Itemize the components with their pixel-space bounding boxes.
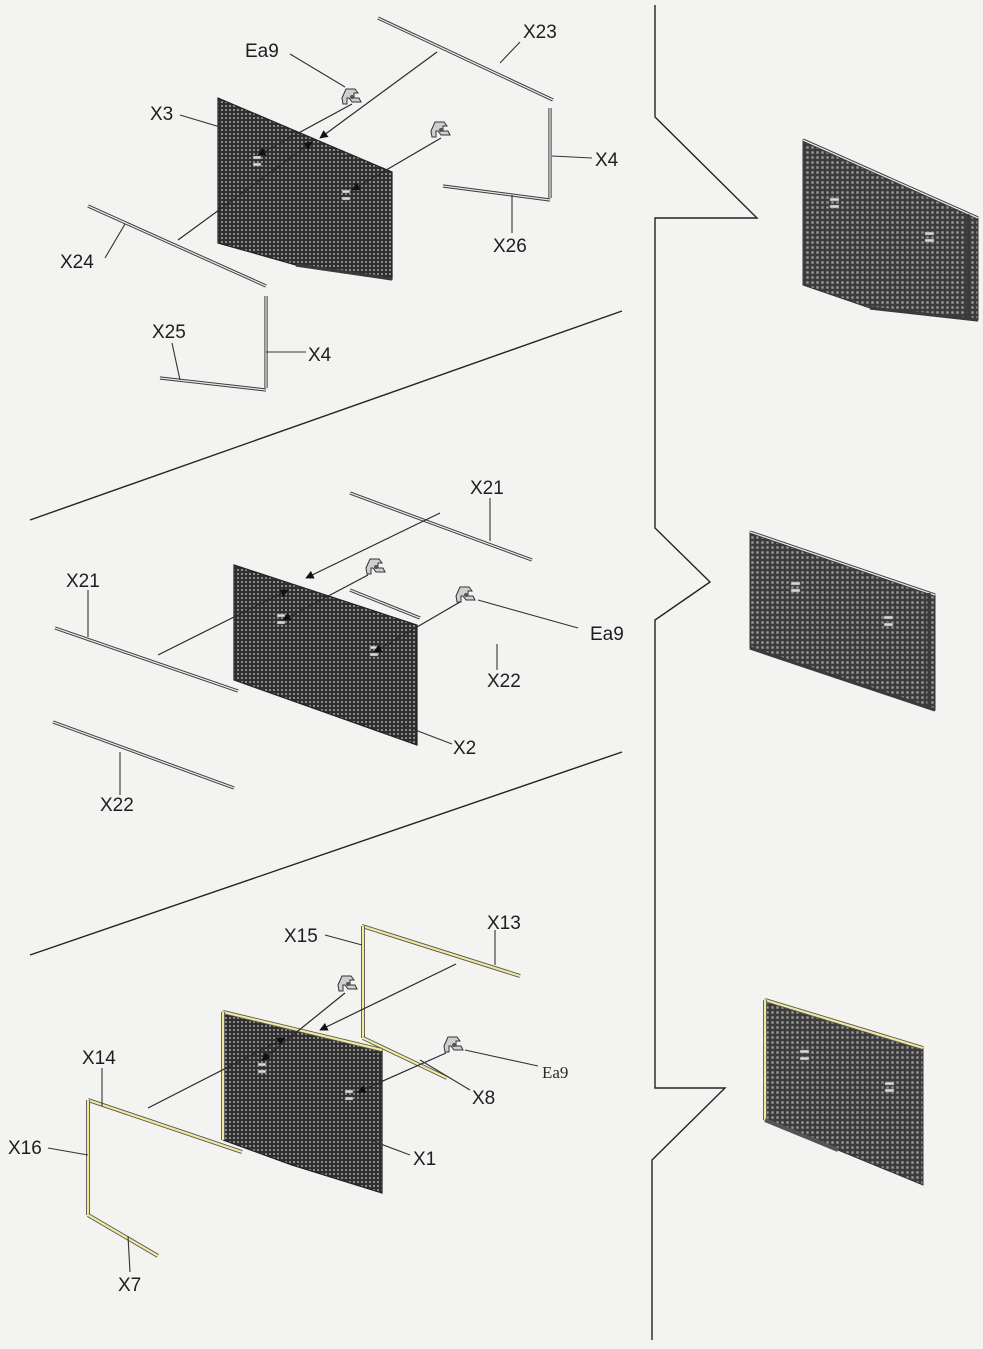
label-x1: X1 (413, 1149, 436, 1170)
ea9-clip-icon (430, 121, 451, 138)
assembly-arrow (351, 137, 442, 191)
result-column-divider (651, 5, 759, 1340)
result-assembly-3 (763, 998, 924, 1186)
step-dividers (29, 5, 759, 1340)
assembly-arrow (373, 601, 461, 653)
label-ea9: Ea9 (542, 1063, 568, 1082)
assembly-arrow (305, 512, 441, 579)
assembly-arrow (319, 51, 438, 139)
step-2: X21 X21 Ea9 X22 X2 X22 (52, 478, 624, 816)
part-x22-rail-left (52, 720, 235, 790)
part-x22-rail-right (349, 588, 421, 620)
assembly-arrow (282, 574, 369, 621)
label-x21: X21 (470, 478, 504, 499)
step-1: Ea9 X23 X3 X4 X26 X24 X25 X4 (60, 16, 619, 392)
label-x4: X4 (308, 345, 332, 366)
ea9-clip-icon (455, 586, 476, 603)
label-x2: X2 (453, 738, 476, 759)
label-ea9: Ea9 (590, 624, 624, 645)
label-x8: X8 (472, 1088, 495, 1109)
label-x24: X24 (60, 252, 94, 273)
label-x22: X22 (100, 795, 134, 816)
part-x26-rail (442, 184, 551, 202)
label-x3: X3 (150, 104, 173, 125)
divider-step1-step2 (29, 310, 623, 521)
result-assembly-1 (802, 138, 979, 322)
label-x22: X22 (487, 671, 521, 692)
result-column (749, 138, 979, 1186)
assembly-arrow (157, 589, 289, 656)
part-x21-rail-left (54, 626, 239, 693)
assembly-arrow (319, 963, 457, 1031)
ea9-clip-icon (337, 975, 358, 992)
label-x26: X26 (493, 236, 527, 257)
assembly-arrow (257, 103, 353, 156)
part-x25-rail (159, 376, 267, 392)
label-x15: X15 (284, 926, 318, 947)
label-x16: X16 (8, 1138, 42, 1159)
part-x8-rail (362, 1036, 448, 1080)
label-x7: X7 (118, 1275, 141, 1296)
part-x14-rail (87, 1098, 243, 1154)
part-x7-rail (86, 1213, 160, 1258)
step-3: X15 X13 Ea9 X8 X14 X16 X1 X7 (8, 913, 568, 1296)
label-x4: X4 (595, 150, 619, 171)
divider-step2-step3 (29, 751, 623, 956)
ea9-clip-icon (341, 88, 362, 105)
assembly-arrow (177, 141, 313, 241)
assembly-arrow (357, 1052, 447, 1093)
part-x21-rail-top (349, 491, 533, 562)
result-assembly-2 (749, 530, 936, 712)
ea9-clip-icon (443, 1036, 464, 1053)
label-x14: X14 (82, 1048, 116, 1069)
part-x3-panel (217, 97, 393, 281)
label-ea9: Ea9 (245, 41, 279, 62)
assembly-arrow (147, 1037, 286, 1109)
part-x1-panel (221, 1010, 383, 1194)
label-x13: X13 (487, 913, 521, 934)
part-x23-rail (377, 16, 554, 102)
label-x23: X23 (523, 22, 557, 43)
assembly-arrow (261, 992, 346, 1061)
label-x21: X21 (66, 571, 100, 592)
part-x2-panel (233, 564, 418, 746)
part-x24-rail (87, 204, 267, 288)
label-x25: X25 (152, 322, 186, 343)
part-x13-rail (361, 924, 521, 978)
ea9-clip-icon (365, 558, 386, 575)
